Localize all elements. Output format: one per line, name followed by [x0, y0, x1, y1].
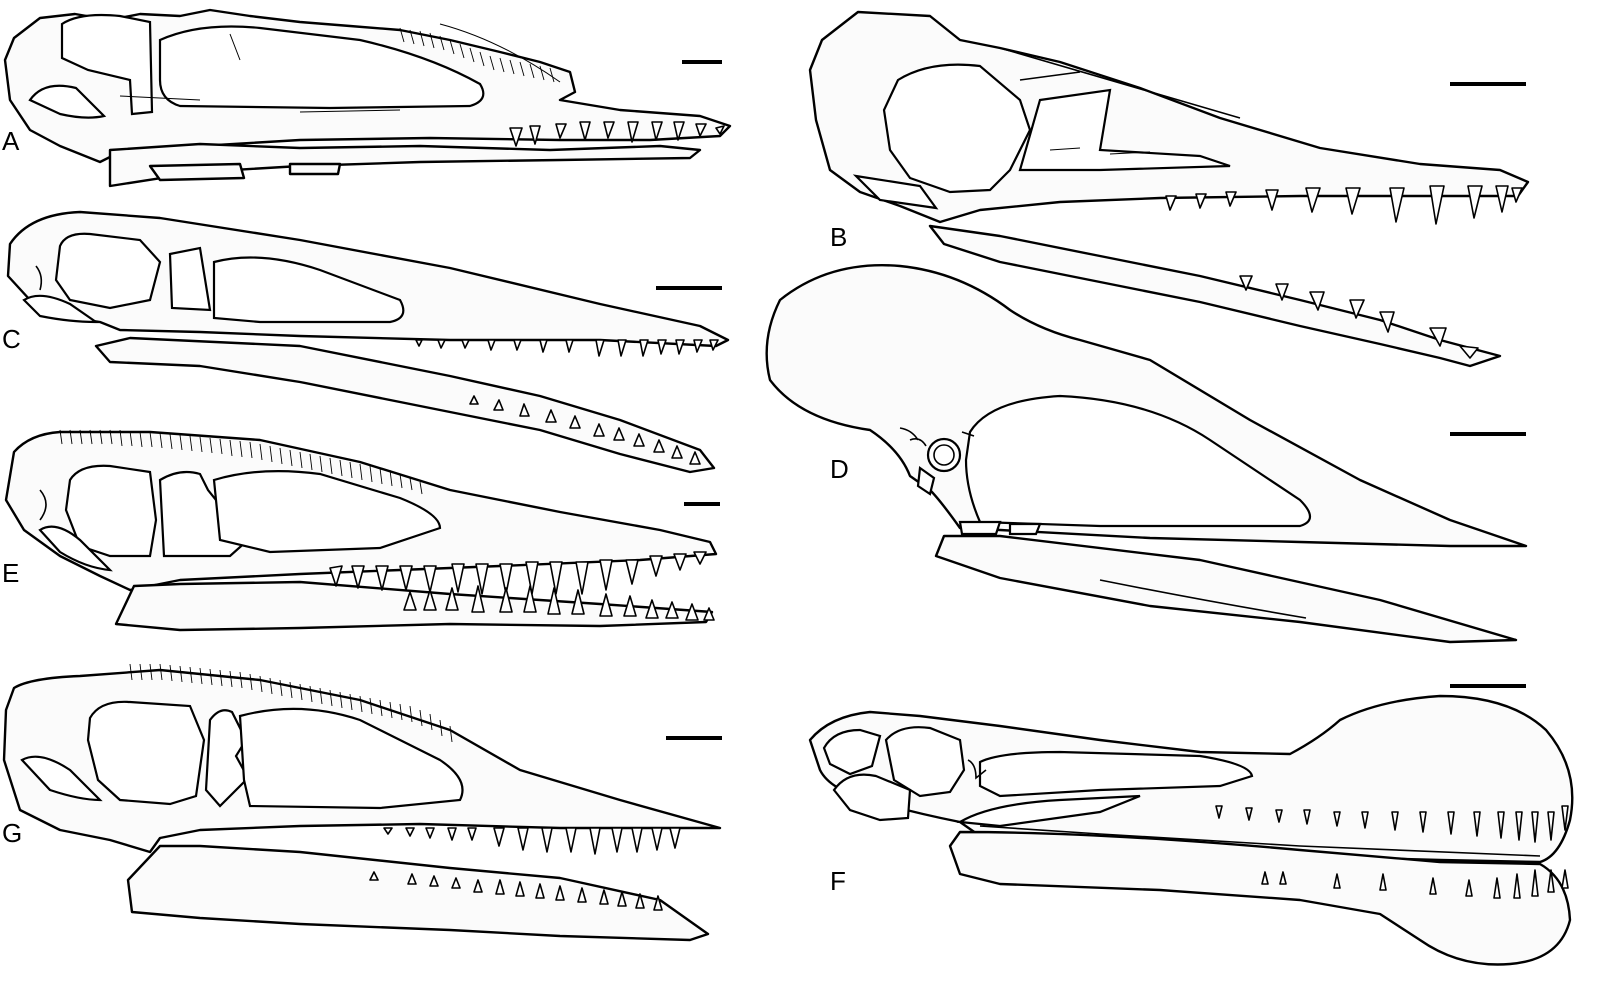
- skull-f: [808, 694, 1574, 966]
- skull-e: [4, 429, 718, 632]
- panel-a: A: [2, 8, 732, 188]
- teeth-e: [329, 551, 715, 621]
- panel-label-g: G: [2, 818, 22, 848]
- hatching-a: [399, 27, 555, 83]
- skull-g: [2, 663, 722, 942]
- teeth-a: [509, 121, 725, 147]
- panel-label-f: F: [830, 866, 846, 896]
- teeth-b: [1165, 185, 1523, 359]
- teeth-f: [1215, 805, 1569, 899]
- panel-label-e: E: [2, 558, 19, 588]
- panel-label-d: D: [830, 454, 849, 484]
- skull-b: [808, 10, 1530, 368]
- panel-label-b: B: [830, 222, 847, 252]
- panel-f: F: [808, 684, 1574, 966]
- skull-a: [3, 8, 732, 188]
- panel-c: C: [2, 210, 730, 474]
- panel-label-c: C: [2, 324, 21, 354]
- hatching-g: [129, 663, 453, 743]
- skull-c: [6, 210, 730, 474]
- panel-label-a: A: [2, 126, 20, 156]
- panel-g: G: [2, 663, 722, 942]
- teeth-c: [415, 339, 719, 465]
- hatching-e: [59, 429, 423, 495]
- panel-d: D: [765, 264, 1528, 644]
- panel-b: B: [808, 10, 1530, 368]
- teeth-g: [369, 827, 681, 911]
- skull-d: [765, 264, 1528, 644]
- scleral-ring: [926, 437, 962, 473]
- panel-e: E: [2, 429, 720, 632]
